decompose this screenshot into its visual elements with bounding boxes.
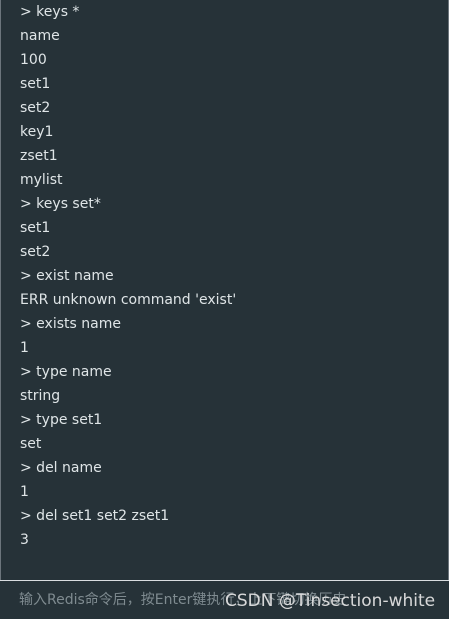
- console-line: set2: [20, 100, 51, 116]
- console-line: name: [20, 28, 60, 44]
- command-input[interactable]: [0, 581, 449, 619]
- console-line: > keys set*: [20, 196, 101, 212]
- console-line: mylist: [20, 172, 63, 188]
- console-line: > type name: [20, 364, 112, 380]
- console-output-panel: > keys * name 100 set1 set2 key1 zset1 m…: [0, 0, 449, 580]
- console-line: 3: [20, 532, 29, 548]
- console-line: > del set1 set2 zset1: [20, 508, 170, 524]
- console-line: > del name: [20, 460, 102, 476]
- console-line: 1: [20, 340, 29, 356]
- console-line: set1: [20, 220, 51, 236]
- console-line: > keys *: [20, 4, 80, 20]
- console-line: zset1: [20, 148, 58, 164]
- console-line: key1: [20, 124, 54, 140]
- console-line: set2: [20, 244, 51, 260]
- console-line: > exists name: [20, 316, 121, 332]
- command-input-bar: [0, 580, 449, 619]
- console-line: ERR unknown command 'exist': [20, 292, 237, 308]
- console-line: string: [20, 388, 61, 404]
- console-output: > keys * name 100 set1 set2 key1 zset1 m…: [20, 0, 448, 552]
- console-line: set1: [20, 76, 51, 92]
- console-line: set: [20, 436, 42, 452]
- console-line: 1: [20, 484, 29, 500]
- console-line: > exist name: [20, 268, 114, 284]
- console-line: > type set1: [20, 412, 103, 428]
- console-line: 100: [20, 52, 47, 68]
